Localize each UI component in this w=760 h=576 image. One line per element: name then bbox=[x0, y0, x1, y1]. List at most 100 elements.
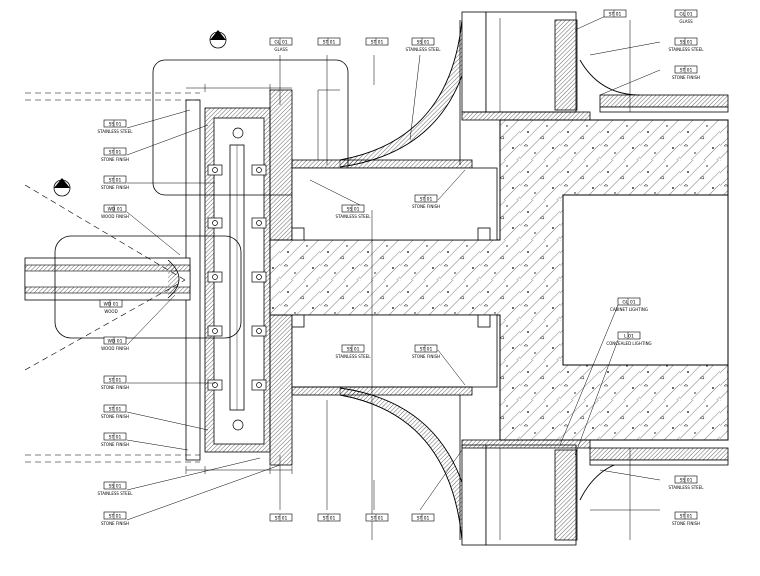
callout-tag-text: ST 01 bbox=[109, 150, 122, 156]
callout-tag-text: SS 01 bbox=[417, 40, 430, 46]
callout-tag-text: ST 01 bbox=[680, 68, 693, 74]
callout-box bbox=[414, 344, 438, 353]
callout-box bbox=[103, 404, 127, 413]
callout-box bbox=[617, 297, 641, 306]
callout-box bbox=[674, 37, 698, 46]
callout-label: STAINLESS STEEL bbox=[98, 491, 134, 496]
callout-callouts_bottom-1: ST 01 bbox=[317, 513, 341, 522]
callout-tag-text: GL 01 bbox=[274, 40, 287, 46]
callout-callouts_top-4: ST 01 bbox=[603, 9, 627, 18]
callout-box bbox=[103, 432, 127, 441]
rail-horizontal bbox=[24, 235, 242, 339]
callout-box bbox=[341, 344, 365, 353]
dimension-lines bbox=[185, 18, 631, 540]
callout-tag-text: GL 01 bbox=[622, 300, 635, 306]
callout-tag-text: GL 01 bbox=[679, 12, 692, 18]
callout-tag-text: SS 01 bbox=[109, 484, 122, 490]
callout-tag-text: ST 01 bbox=[680, 514, 693, 520]
callout-tag-text: SS 01 bbox=[347, 207, 360, 213]
callout-tag-text: ST 01 bbox=[420, 197, 433, 203]
callout-label: STAINLESS STEEL bbox=[336, 214, 372, 219]
callout-tag-text: WD 01 bbox=[103, 302, 118, 308]
callout-tag-text: ST 01 bbox=[109, 514, 122, 520]
section-marker-2: B bbox=[53, 178, 71, 197]
callout-tag-text: ST 01 bbox=[420, 347, 433, 353]
callout-label: STONE FINISH bbox=[101, 414, 129, 419]
callout-box bbox=[341, 204, 365, 213]
callout-label: WOOD FINISH bbox=[101, 346, 129, 351]
callout-box bbox=[103, 204, 127, 213]
callout-tag-text: ST 01 bbox=[323, 40, 336, 46]
callout-label: STAINLESS STEEL bbox=[98, 129, 134, 134]
callout-label: STONE FINISH bbox=[101, 185, 129, 190]
callout-label: STONE FINISH bbox=[101, 442, 129, 447]
callout-label: STONE FINISH bbox=[412, 354, 440, 359]
dashed-guides bbox=[24, 92, 200, 463]
callout-box bbox=[103, 511, 127, 520]
callout-box bbox=[674, 475, 698, 484]
callout-box bbox=[603, 9, 627, 18]
upright-columns bbox=[461, 11, 591, 546]
callout-tag-text: L 01 bbox=[624, 334, 634, 340]
callout-tag-text: SS 01 bbox=[680, 40, 693, 46]
callout-tag-text: ST 01 bbox=[275, 516, 288, 522]
section-marker-2-label: B bbox=[60, 189, 63, 195]
callout-label: STONE FINISH bbox=[412, 204, 440, 209]
callout-box bbox=[103, 119, 127, 128]
right-rails bbox=[589, 94, 729, 466]
bolt-fixings bbox=[207, 127, 267, 431]
callout-box bbox=[103, 375, 127, 384]
callout-label: STAINLESS STEEL bbox=[669, 485, 705, 490]
callout-label: STAINLESS STEEL bbox=[406, 47, 442, 52]
callout-box bbox=[103, 175, 127, 184]
callout-label: STAINLESS STEEL bbox=[336, 354, 372, 359]
callout-label: STONE FINISH bbox=[101, 385, 129, 390]
callout-tag-text: ST 01 bbox=[109, 378, 122, 384]
callout-box bbox=[103, 481, 127, 490]
callout-callouts_top-1: ST 01 bbox=[317, 37, 341, 46]
left-wall-assembly bbox=[185, 89, 293, 466]
callout-box bbox=[411, 37, 435, 46]
callout-box bbox=[317, 37, 341, 46]
callout-callouts_top-2: ST 01 bbox=[365, 37, 389, 46]
callout-callouts_bottom-2: ST 01 bbox=[365, 513, 389, 522]
callout-tag-text: ST 01 bbox=[417, 516, 430, 522]
callout-tag-text: ST 01 bbox=[371, 516, 384, 522]
callout-tag-text: ST 01 bbox=[371, 40, 384, 46]
callout-tag-text: ST 01 bbox=[109, 407, 122, 413]
callout-label: STAINLESS STEEL bbox=[669, 47, 705, 52]
callout-box bbox=[674, 65, 698, 74]
callout-tag-text: WD 01 bbox=[107, 339, 122, 345]
callout-label: WOOD FINISH bbox=[101, 214, 129, 219]
callout-box bbox=[414, 194, 438, 203]
callout-tag-text: ST 01 bbox=[109, 435, 122, 441]
callout-callouts_bottom-0: ST 01 bbox=[269, 513, 293, 522]
callout-tag-text: SS 01 bbox=[109, 122, 122, 128]
callout-tag-text: ST 01 bbox=[609, 12, 622, 18]
concrete-structure bbox=[269, 119, 729, 441]
callout-tag-text: SS 01 bbox=[347, 347, 360, 353]
callout-label: STONE FINISH bbox=[101, 521, 129, 526]
callout-label: STONE FINISH bbox=[672, 75, 700, 80]
callout-tag-text: WD 01 bbox=[107, 207, 122, 213]
callout-box bbox=[674, 511, 698, 520]
callout-label: CONCEALED LIGHTING bbox=[606, 341, 651, 346]
callout-box bbox=[365, 513, 389, 522]
